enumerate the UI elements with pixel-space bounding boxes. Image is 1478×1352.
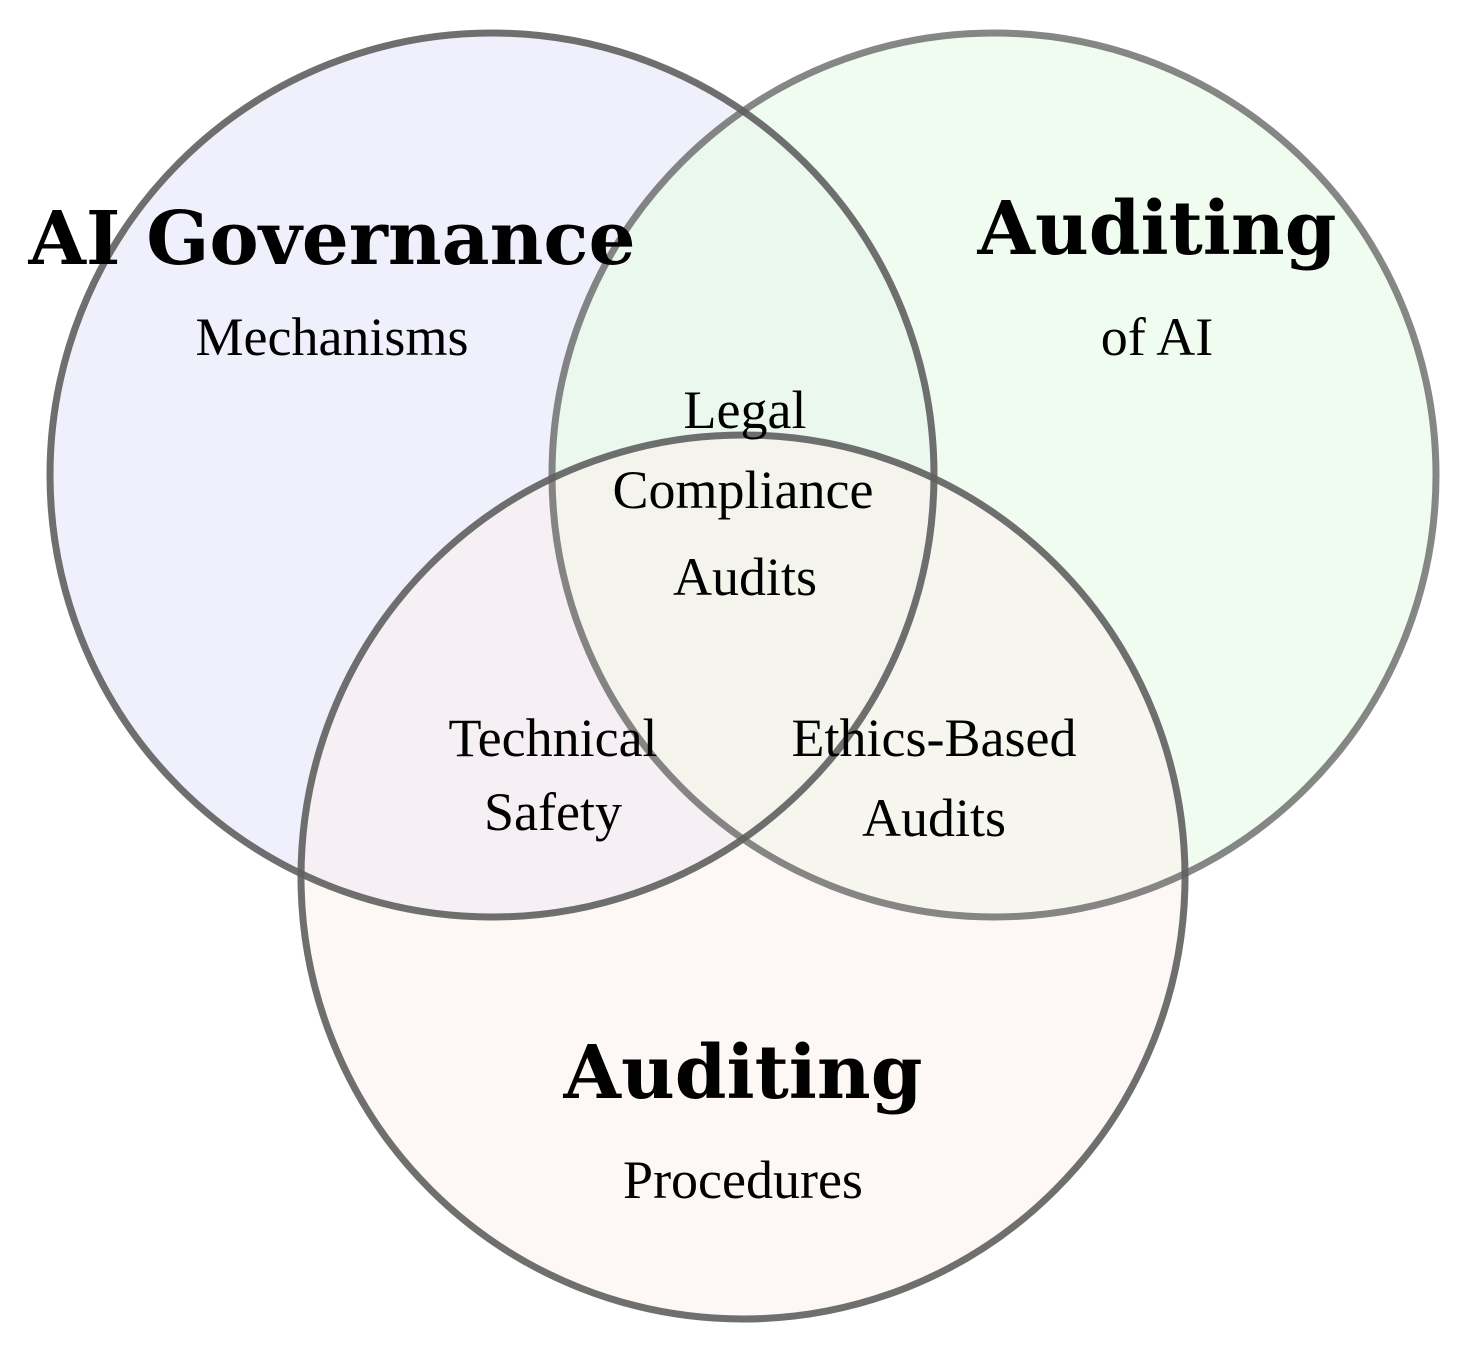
- outline-auditing-procedures: [297, 431, 1189, 1323]
- circle-auditing-procedures: [301, 435, 1185, 1319]
- legal-label-line-2: Compliance: [613, 460, 874, 520]
- technical-label-line-2: Safety: [484, 782, 622, 842]
- auditing-ai-title: Auditing: [977, 186, 1337, 272]
- legal-label-line-3: Audits: [673, 547, 817, 607]
- legal-label-line-1: Legal: [684, 380, 807, 440]
- ethics-label-line-1: Ethics-Based: [792, 708, 1077, 768]
- governance-title: AI Governance: [27, 196, 635, 282]
- governance-subtitle: Mechanisms: [196, 307, 469, 367]
- auditing-procedures-subtitle: Procedures: [623, 1150, 863, 1210]
- technical-label-line-1: Technical: [448, 708, 657, 768]
- auditing-ai-subtitle: of AI: [1101, 307, 1213, 367]
- auditing-procedures-title: Auditing: [563, 1030, 923, 1116]
- ethics-label-line-2: Audits: [862, 788, 1006, 848]
